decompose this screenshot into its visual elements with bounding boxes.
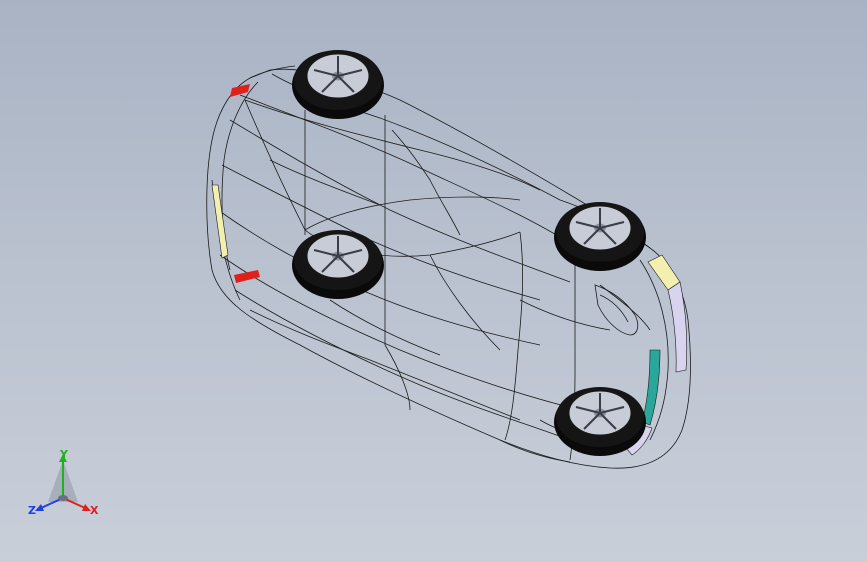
- y-axis-arrow: [59, 454, 67, 462]
- wheel-rear-left[interactable]: [292, 50, 384, 119]
- bumper-segment-lavender: [667, 281, 688, 373]
- wheel-front-right[interactable]: [554, 387, 646, 456]
- x-axis-label: X: [90, 504, 99, 517]
- trim-strip-yellow: [211, 184, 229, 259]
- z-axis-label: Z: [28, 504, 36, 517]
- rear-light-red: [230, 84, 250, 97]
- x-axis-arrow: [82, 504, 91, 511]
- wheel-front-left[interactable]: [554, 202, 646, 271]
- wheel-rear-right[interactable]: [292, 230, 384, 299]
- triad-origin: [58, 495, 68, 501]
- z-axis-arrow: [35, 504, 44, 511]
- side-marker-red: [234, 270, 260, 283]
- license-plate-teal: [641, 349, 661, 426]
- reference-triad[interactable]: Y X Z: [22, 448, 112, 528]
- y-axis-label: Y: [59, 448, 69, 461]
- bumper-segment-yellow: [647, 254, 681, 291]
